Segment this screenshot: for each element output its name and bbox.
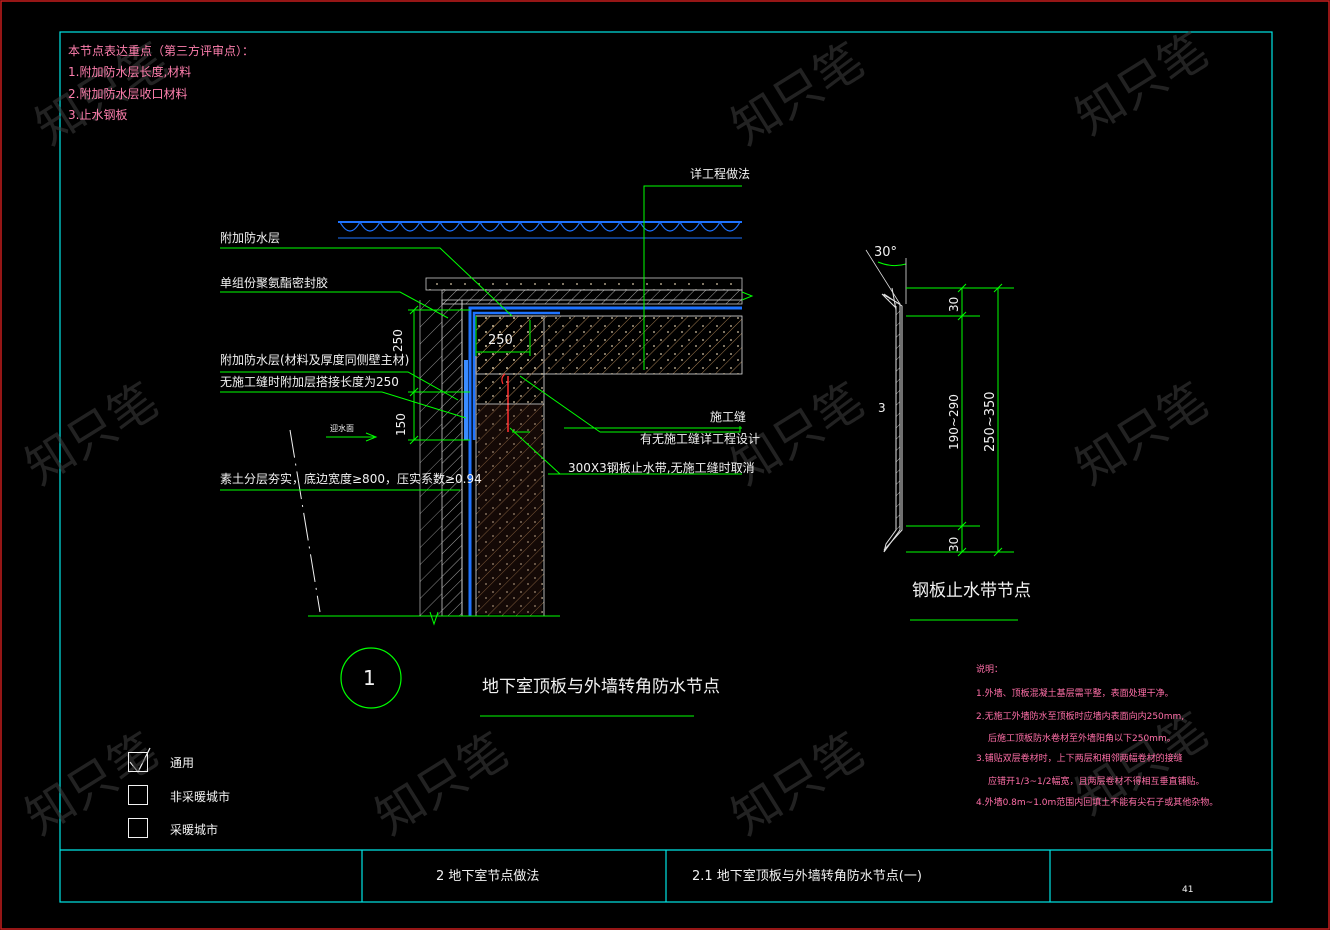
detail-number-circle [340, 647, 402, 709]
wall-lower-fill [478, 404, 542, 614]
backfill-hatch [420, 300, 442, 616]
label-extra-waterproof: 附加防水层 [220, 231, 281, 245]
detail-number: 1 [363, 666, 376, 690]
waterproof-layer-main [468, 306, 742, 616]
soil-wave-mark [459, 221, 481, 232]
label-joint-design: 有无施工缝详工程设计 [640, 432, 761, 446]
steel-detail-title: 钢板止水带节点 [912, 581, 1031, 601]
title-block-page: 41 [1182, 885, 1194, 895]
soil-wave-mark [659, 221, 681, 232]
backfill-slope-line [289, 429, 321, 613]
notes-heading: 说明： [976, 665, 1004, 675]
steel-plate-detail [865, 249, 907, 553]
label-sealant: 单组份聚氨酯密封胶 [220, 276, 329, 290]
label-extra-waterproof-material: 附加防水层(材料及厚度同侧壁主材) [220, 353, 410, 367]
title-block-chapter: 2 地下室节点做法 [436, 869, 540, 884]
soil-wave-mark [499, 221, 521, 232]
soil-wave-mark [579, 221, 601, 232]
dim-150: 150 [394, 413, 408, 436]
note-line: 后施工顶板防水卷材至外墙阳角以下250mm。 [988, 734, 1176, 744]
roof-protection-layer [441, 289, 743, 305]
dim-250-vertical: 250 [391, 329, 405, 352]
review-item: 3.止水钢板 [68, 108, 128, 122]
soil-wave-marks [339, 221, 741, 232]
soil-wave-mark [599, 221, 621, 232]
leader-lines [220, 247, 742, 491]
dim-angle: 30° [874, 245, 898, 260]
soil-wave-mark [519, 221, 541, 232]
label-steel-plate: 300X3钢板止水带,无施工缝时取消 [568, 461, 755, 475]
review-item: 1.附加防水层长度,材料 [68, 65, 192, 79]
soil-wave-mark [679, 221, 701, 232]
review-heading: 本节点表达重点（第三方评审点）： [68, 44, 255, 58]
protection-layer-wall [441, 299, 463, 617]
dimension-horizontal-250 [475, 316, 531, 356]
dim-30-bottom: 30 [947, 536, 961, 552]
label-no-joint-overlap: 无施工缝时附加层搭接长度为250 [220, 375, 399, 389]
note-line: 应错开1/3~1/2幅宽，且两层卷材不得相互垂直铺贴。 [988, 777, 1205, 787]
dim-3: 3 [878, 401, 886, 415]
legend-label: 采暖城市 [170, 823, 219, 837]
soil-wave-mark [539, 221, 561, 232]
leader-project-design [643, 185, 742, 370]
note-line: 3.铺贴双层卷材时，上下两层和相邻两幅卷材的接缝 [976, 754, 1183, 764]
note-line: 4.外墙0.8m~1.0m范围内回填土不能有尖石子或其他杂物。 [976, 798, 1219, 808]
soil-wave-mark [699, 221, 721, 232]
review-item: 2.附加防水层收口材料 [68, 87, 188, 101]
label-backfill: 素土分层夯实，底边宽度≥800，压实系数≥0.94 [220, 472, 482, 486]
legend-checkbox-heating[interactable] [128, 818, 148, 838]
soil-wave-mark [719, 221, 741, 232]
soil-wave-mark [359, 221, 381, 232]
detail-title: 地下室顶板与外墙转角防水节点 [482, 677, 720, 697]
outer-wall-dots [476, 316, 544, 616]
legend-check-mark [129, 747, 151, 774]
steel-plate-dimensions [906, 283, 1014, 557]
legend-label: 非采暖城市 [170, 790, 231, 804]
label-construction-joint: 施工缝 [710, 410, 747, 424]
legend-checkbox-nonheating[interactable] [128, 785, 148, 805]
label-project-design: 详工程做法 [690, 167, 751, 181]
soil-wave-mark [619, 221, 641, 232]
legend-checkbox-general[interactable] [128, 752, 148, 772]
soil-wave-mark [339, 221, 361, 232]
soil-wave-mark [399, 221, 421, 232]
title-block-section: 2.1 地下室顶板与外墙转角防水节点(一) [692, 869, 922, 884]
title-block [60, 849, 1272, 902]
dim-250-horizontal: 250 [488, 333, 513, 348]
dim-190-290: 190~290 [947, 394, 961, 450]
dim-250-350: 250~350 [983, 391, 998, 452]
legend-label: 通用 [170, 756, 195, 770]
waterproof-layer-extra [472, 311, 560, 440]
dimension-lines-left [408, 305, 470, 445]
note-line: 2.无施工外墙防水至顶板时应墙内表面向内250mm, [976, 712, 1185, 722]
note-line: 1.外墙、顶板混凝土基层需平整，表面处理干净。 [976, 689, 1174, 699]
soil-wave-mark [479, 221, 501, 232]
soil-wave-mark [419, 221, 441, 232]
label-water-side: 迎水面 [330, 424, 354, 433]
dim-30-top: 30 [947, 296, 961, 312]
soil-wave-mark [439, 221, 461, 232]
soil-wave-mark [639, 221, 661, 232]
soil-wave-mark [559, 221, 581, 232]
soil-wave-mark [379, 221, 401, 232]
